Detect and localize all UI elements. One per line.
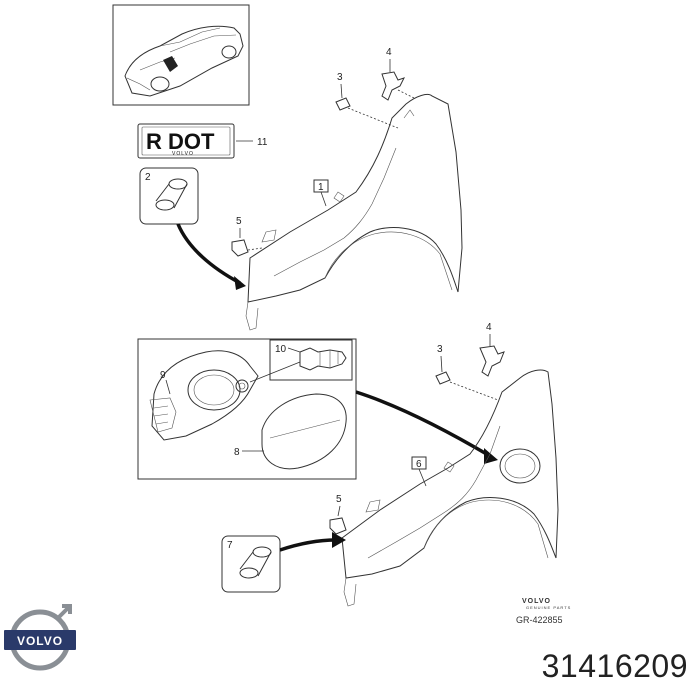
part-number: 31416209: [541, 648, 688, 684]
callout-7: 7: [227, 540, 233, 551]
stamp-brand: VOLVO: [522, 598, 551, 605]
bushing-box-bottom: 7: [221, 535, 281, 593]
callout-5-bottom: 5: [336, 494, 342, 505]
logo-text: VOLVO: [17, 634, 63, 648]
bracket-bottom: 4: [479, 322, 505, 377]
clip-top: 5: [231, 216, 263, 257]
arrow-bushing-top: [176, 223, 241, 285]
r-dot-label-plate: R DOT VOLVO 11: [137, 123, 268, 159]
volvo-logo: VOLVO: [4, 604, 76, 671]
callout-10: 10: [275, 344, 287, 355]
arrow-filler: [355, 390, 491, 458]
screw-top: 3: [335, 72, 399, 129]
callout-11: 11: [257, 137, 268, 148]
callout-8: 8: [234, 447, 240, 458]
stamp-reference: GR-422855: [516, 615, 563, 625]
bushing-box-top: 2: [139, 167, 199, 225]
callout-5-top: 5: [236, 216, 242, 227]
fender-top: 1: [245, 93, 463, 331]
bracket-top: 4: [381, 47, 415, 101]
fuel-filler-detail-box: 9 8 10: [137, 338, 357, 480]
genuine-parts-stamp: VOLVO GENUINE PARTS GR-422855: [516, 598, 571, 625]
arrow-bushing-bottom: [279, 538, 337, 552]
callout-6: 6: [416, 459, 422, 470]
callout-4-bottom: 4: [486, 322, 492, 333]
car-thumbnail: [112, 4, 250, 106]
fender-bottom: 6: [341, 369, 559, 607]
callout-2: 2: [145, 172, 151, 183]
callout-3-top: 3: [337, 72, 343, 83]
callout-4-top: 4: [386, 47, 392, 58]
label-plate-subtext: VOLVO: [172, 151, 194, 157]
clip-bottom: 5: [329, 494, 347, 535]
screw-bottom: 3: [435, 344, 499, 401]
label-plate-text: R DOT: [146, 129, 215, 154]
callout-1: 1: [318, 182, 324, 193]
callout-9: 9: [160, 370, 166, 381]
callout-3-bottom: 3: [437, 344, 443, 355]
stamp-subtitle: GENUINE PARTS: [526, 605, 571, 610]
